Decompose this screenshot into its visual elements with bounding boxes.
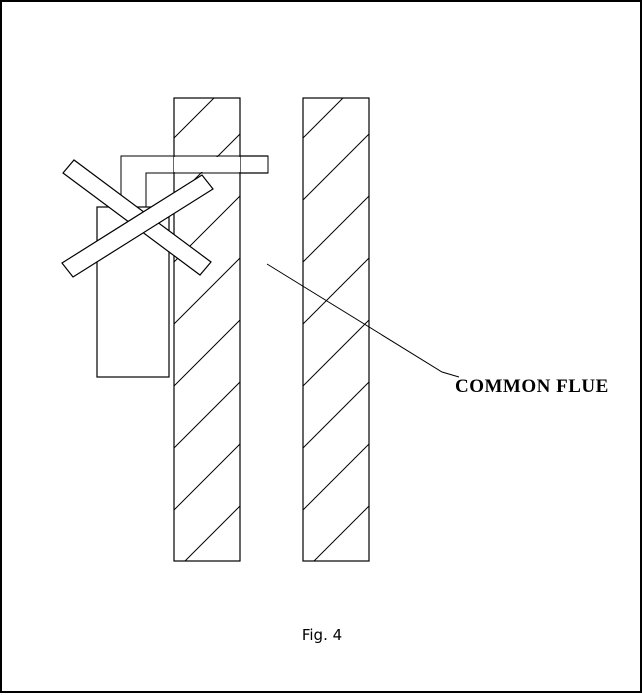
hatch-line [173, 97, 215, 139]
hatch-line [302, 195, 370, 263]
right-flue-wall [302, 97, 370, 562]
left-flue-wall [173, 97, 241, 562]
hatch-line [302, 257, 370, 325]
hatch-line [302, 443, 370, 511]
label-leader-line [266, 263, 460, 378]
hatch-line [302, 97, 344, 139]
hatch-line [173, 319, 241, 387]
hatch-line [184, 505, 241, 562]
common-flue-label: COMMON FLUE [455, 376, 609, 397]
x-cross-icon [61, 159, 214, 278]
hatch-line [313, 505, 370, 562]
figure-caption: Fig. 4 [302, 626, 342, 644]
hatch-line [302, 319, 370, 387]
hatch-line [302, 133, 370, 201]
hatch-line [173, 443, 241, 511]
hatch-line [173, 381, 241, 449]
hatch-line [173, 257, 241, 325]
hatch-line [302, 381, 370, 449]
